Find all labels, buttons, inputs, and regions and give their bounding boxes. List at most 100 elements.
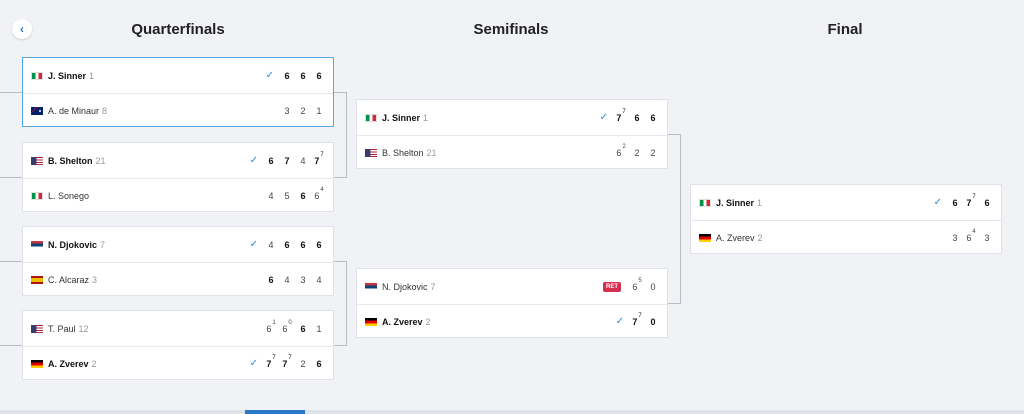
connector-line	[668, 134, 680, 135]
tiebreak-score: 5	[638, 277, 642, 284]
flag-icon-usa	[365, 148, 377, 157]
set-score: 3	[300, 274, 306, 285]
checkmark-icon: ✓	[933, 197, 942, 208]
set-score: 2	[650, 147, 656, 158]
flag-icon-esp	[31, 275, 43, 284]
tiebreak-score: 7	[972, 193, 976, 200]
checkmark-icon: ✓	[265, 70, 274, 81]
player-name: A. Zverev	[716, 232, 755, 243]
tiebreak-score: 4	[320, 186, 324, 193]
set-score: 5	[284, 190, 290, 201]
set-score: 6	[316, 358, 322, 369]
checkmark-icon: ✓	[599, 112, 608, 123]
tiebreak-score: 7	[622, 108, 626, 115]
player-seed: 12	[78, 323, 89, 334]
player-name: J. Sinner	[716, 197, 755, 208]
set-score: 6	[268, 274, 274, 285]
player-name: J. Sinner	[48, 70, 87, 81]
flag-icon-ger	[31, 359, 43, 368]
flag-icon-usa	[31, 324, 43, 333]
tiebreak-score: 1	[272, 319, 276, 326]
player-seed: 21	[95, 155, 106, 166]
checkmark-icon: ✓	[249, 155, 258, 166]
tiebreak-score: 2	[622, 143, 626, 150]
player-seed: 7	[100, 239, 106, 250]
set-score: 6	[634, 112, 640, 123]
set-score: 77	[966, 193, 976, 208]
checkmark-icon: ✓	[249, 239, 258, 250]
player-name: N. Djokovic	[382, 281, 428, 292]
connector-line	[0, 261, 22, 262]
set-score: 7	[284, 155, 290, 166]
set-score: 77	[632, 312, 642, 327]
connector-line	[0, 177, 22, 178]
set-score: 2	[634, 147, 640, 158]
set-score: 6	[316, 70, 322, 81]
set-score: 6	[316, 239, 322, 250]
player-seed: 1	[757, 197, 763, 208]
connector-line	[346, 261, 347, 346]
tiebreak-score: 7	[272, 354, 276, 361]
back-button[interactable]: ‹	[12, 19, 32, 39]
player-seed: 21	[426, 147, 437, 158]
set-score: 4	[268, 190, 274, 201]
set-score: 3	[952, 232, 958, 243]
tiebreak-score: 4	[972, 228, 976, 235]
player-name: A. Zverev	[382, 316, 423, 327]
horizontal-scrollbar[interactable]	[0, 410, 1024, 414]
player-name: B. Shelton	[48, 155, 93, 166]
player-seed: 7	[430, 281, 436, 292]
round-title-semifinals: Semifinals	[473, 21, 549, 38]
retired-badge: RET	[603, 281, 621, 292]
checkmark-icon: ✓	[249, 358, 258, 369]
set-score: 77	[282, 354, 292, 369]
player-seed: 8	[102, 105, 108, 116]
player-name: J. Sinner	[382, 112, 421, 123]
flag-icon-srb	[365, 282, 377, 291]
chevron-left-icon: ‹	[20, 22, 24, 36]
set-score: 6	[284, 70, 290, 81]
set-score: 1	[316, 323, 322, 334]
set-score: 62	[616, 143, 626, 158]
player-seed: 1	[89, 70, 95, 81]
set-score: 4	[316, 274, 322, 285]
connector-line	[334, 261, 346, 262]
set-score: 77	[616, 108, 626, 123]
round-title-quarterfinals: Quarterfinals	[131, 21, 225, 38]
checkmark-icon: ✓	[615, 316, 624, 327]
set-score: 0	[650, 281, 656, 292]
connector-line	[334, 345, 346, 346]
set-score: 77	[266, 354, 276, 369]
tiebreak-score: 7	[638, 312, 642, 319]
set-score: 3	[284, 105, 290, 116]
set-score: 3	[984, 232, 990, 243]
player-seed: 2	[425, 316, 431, 327]
connector-line	[680, 134, 681, 304]
set-score: 6	[268, 155, 274, 166]
scrollbar-thumb[interactable]	[245, 410, 305, 414]
flag-icon-usa	[31, 156, 43, 165]
flag-icon-ita	[365, 113, 377, 122]
set-score: 77	[314, 151, 324, 166]
set-score: 64	[314, 186, 324, 201]
flag-icon-ita	[31, 71, 43, 80]
connector-line	[0, 345, 22, 346]
set-score: 64	[966, 228, 976, 243]
flag-icon-ita	[699, 198, 711, 207]
flag-icon-ger	[365, 317, 377, 326]
